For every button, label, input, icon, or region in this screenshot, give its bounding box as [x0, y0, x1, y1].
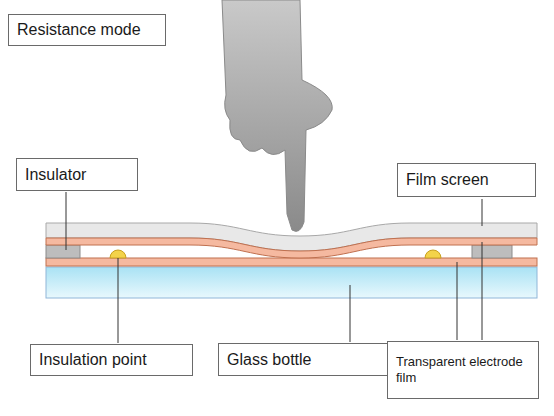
callout-box: Transparent electrode film [387, 341, 539, 399]
callout-label: Transparent electrode film [396, 354, 530, 385]
callout-box: Glass bottle [218, 343, 391, 376]
leader-line [66, 192, 67, 250]
insulator-block [472, 245, 512, 258]
callout-label: Glass bottle [227, 350, 311, 369]
callout-label: Insulation point [39, 350, 147, 369]
leader-line [482, 242, 483, 340]
callout-label: Insulator [25, 165, 86, 184]
callout-label: Film screen [406, 170, 489, 189]
callout-box: Insulator [16, 158, 138, 191]
pressing-hand [222, 0, 332, 231]
leader-line [118, 258, 119, 343]
leader-line [457, 262, 458, 340]
callout-box: Film screen [397, 163, 536, 197]
callout-label: Resistance mode [17, 20, 141, 39]
insulation-dot [425, 250, 441, 258]
insulator-block [46, 245, 80, 258]
leader-line [482, 199, 483, 226]
lower-electrode [46, 258, 537, 266]
mode-title-box: Resistance mode [8, 14, 166, 46]
insulation-dot [110, 250, 126, 258]
glass-layer [46, 267, 537, 298]
leader-line [350, 285, 351, 342]
callout-box: Insulation point [30, 344, 193, 376]
upper-electrode [46, 238, 537, 258]
